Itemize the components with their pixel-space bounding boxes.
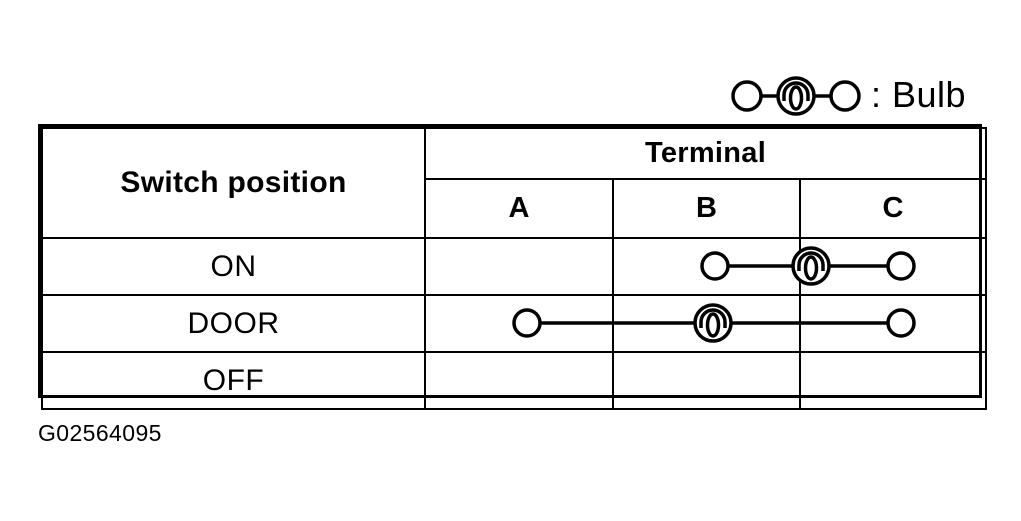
header-terminal-a: A	[424, 178, 614, 239]
row-label-off: OFF	[41, 351, 426, 410]
cell-off-a	[424, 351, 614, 410]
cell-on-c	[798, 237, 988, 296]
table-header-row-terminals: A B C	[42, 178, 988, 239]
header-terminal-c: C	[798, 178, 988, 239]
header-terminal-b: B	[612, 178, 801, 239]
switch-continuity-table: Switch position Terminal A B C ON DOOR	[38, 124, 988, 410]
cell-door-b	[612, 294, 801, 353]
cell-off-b	[612, 351, 801, 410]
legend-label: : Bulb	[871, 73, 967, 115]
figure-caption: G02564095	[38, 420, 162, 446]
legend: : Bulb	[731, 70, 966, 122]
bulb-symbol-icon	[731, 76, 861, 116]
table-row: DOOR	[41, 294, 988, 353]
table-row: OFF	[41, 351, 988, 410]
cell-on-b	[612, 237, 801, 296]
cell-off-c	[798, 351, 988, 410]
row-label-on: ON	[41, 237, 426, 296]
table-row: ON	[41, 237, 988, 296]
cell-door-a	[424, 294, 614, 353]
header-terminal: Terminal	[423, 127, 988, 180]
cell-door-c	[798, 294, 988, 353]
header-switch-position: Switch position	[41, 127, 426, 239]
cell-on-a	[424, 237, 614, 296]
row-label-door: DOOR	[41, 294, 426, 353]
table-header-row-group: Switch position Terminal	[41, 127, 988, 239]
